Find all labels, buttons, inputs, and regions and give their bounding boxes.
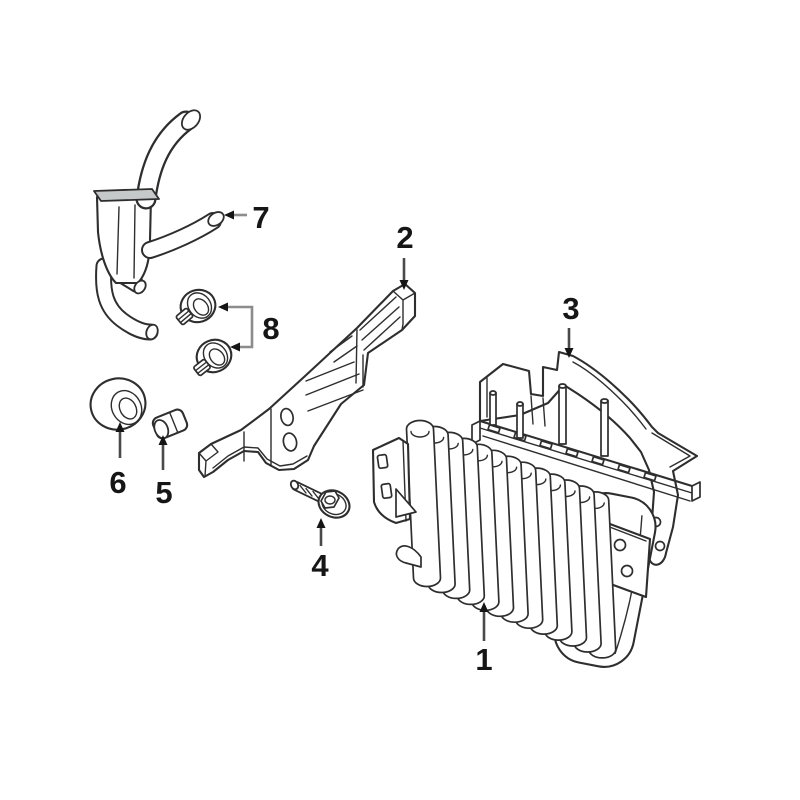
callout-4: 4 — [311, 518, 329, 583]
cooler-fins — [405, 419, 617, 659]
callout-label-3: 3 — [562, 291, 579, 326]
callout-7: 7 — [224, 200, 270, 235]
shield-studs — [489, 383, 609, 457]
part-5-retainer-clip — [151, 408, 189, 440]
part-8-clamp-upper — [175, 288, 217, 326]
part-8-clamp-lower — [193, 338, 233, 377]
callout-label-8: 8 — [262, 311, 279, 346]
callout-label-1: 1 — [475, 642, 492, 677]
part-6-grommet — [89, 377, 147, 431]
callout-label-2: 2 — [396, 220, 413, 255]
callout-2: 2 — [396, 220, 414, 290]
callout-1: 1 — [475, 602, 493, 677]
callout-label-6: 6 — [109, 465, 126, 500]
part-7-hose-assembly — [93, 109, 225, 341]
callout-5: 5 — [155, 435, 173, 510]
rail-slots — [486, 423, 658, 482]
callout-label-4: 4 — [311, 548, 329, 583]
part-3-shield-bracket — [471, 350, 701, 566]
callout-6: 6 — [109, 422, 127, 500]
part-4-bolt — [289, 479, 351, 519]
callout-label-5: 5 — [155, 475, 172, 510]
callout-3: 3 — [562, 291, 580, 358]
part-2-bracket — [197, 282, 417, 479]
callout-label-7: 7 — [252, 200, 269, 235]
callout-8: 8 — [218, 302, 280, 352]
part-1-oil-cooler — [371, 419, 657, 668]
